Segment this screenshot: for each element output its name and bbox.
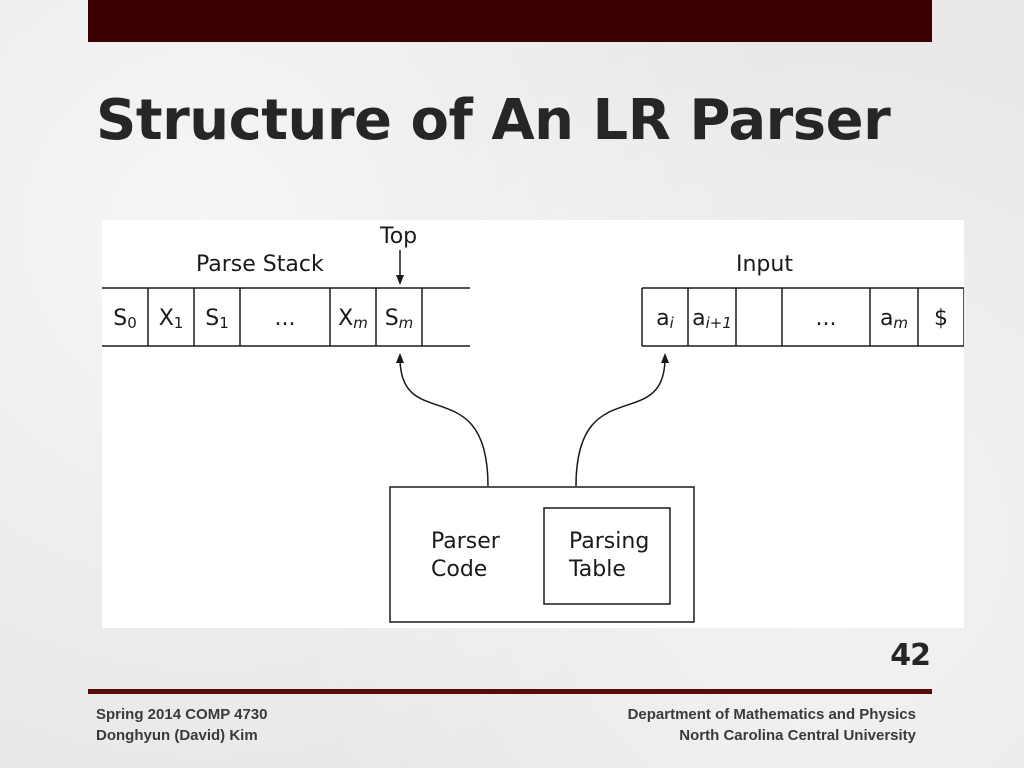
input-cell: ... bbox=[815, 305, 837, 331]
footer-department: Department of Mathematics and Physics bbox=[627, 706, 916, 723]
parse-stack-label: Parse Stack bbox=[196, 252, 324, 277]
parsing-table-box bbox=[543, 507, 671, 605]
stack-cell: ... bbox=[274, 305, 296, 331]
input-access-arrow bbox=[575, 353, 669, 487]
parser-code-label: Parser Code bbox=[431, 529, 500, 582]
slide-title: Structure of An LR Parser bbox=[96, 88, 891, 153]
footer-instructor: Donghyun (David) Kim bbox=[96, 727, 258, 744]
stack-access-arrow bbox=[396, 353, 489, 487]
input-cell-end-marker: $ bbox=[934, 305, 948, 331]
footer-rule bbox=[88, 689, 932, 694]
page-number: 42 bbox=[890, 638, 931, 673]
top-label: Top bbox=[380, 224, 418, 249]
top-accent-bar bbox=[88, 0, 932, 42]
footer-left: Spring 2014 COMP 4730 Donghyun (David) K… bbox=[96, 704, 267, 746]
parsing-table-label: Parsing Table bbox=[569, 529, 650, 582]
input-label: Input bbox=[736, 252, 793, 277]
footer-right: Department of Mathematics and Physics No… bbox=[628, 704, 916, 746]
footer-university: North Carolina Central University bbox=[679, 727, 916, 744]
footer-course: Spring 2014 COMP 4730 bbox=[96, 706, 268, 723]
diagram-lines bbox=[102, 250, 964, 623]
